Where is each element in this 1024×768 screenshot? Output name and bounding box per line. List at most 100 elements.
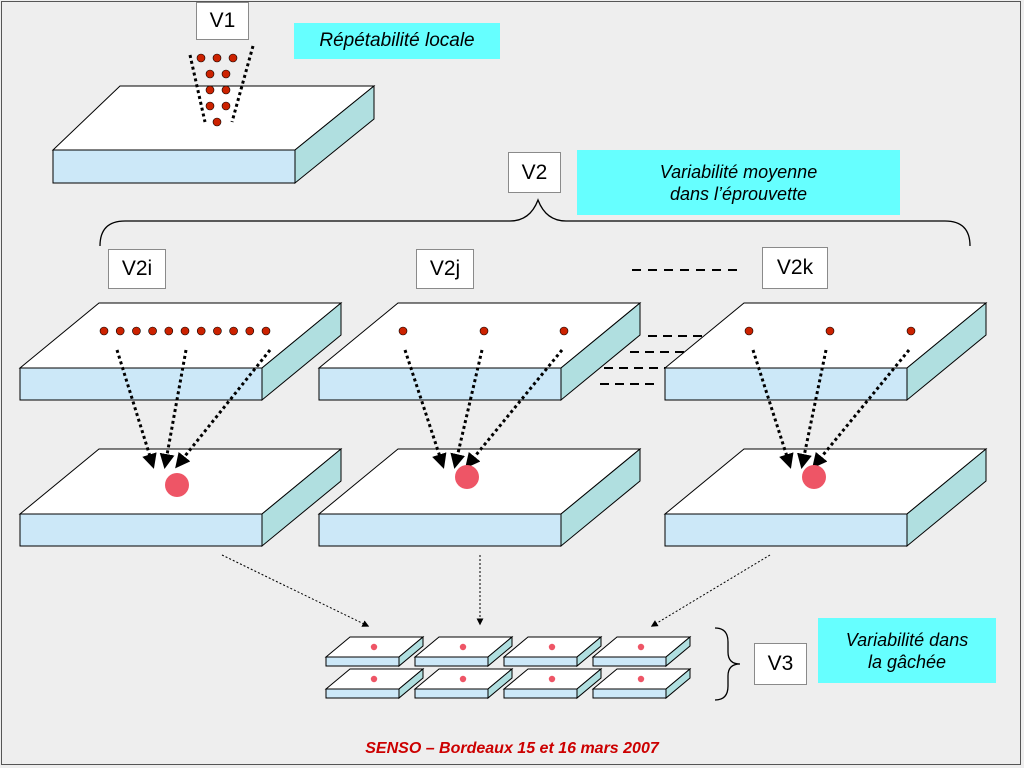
mini-slab-1-1-side: [398, 635, 424, 668]
mini-slab-1-1-front: [325, 656, 400, 667]
funnel-line-right: [230, 45, 255, 123]
mean-dot-v2i: [165, 473, 189, 497]
label-v2k: V2k: [762, 247, 828, 289]
v2k-dot-3: [906, 326, 916, 336]
slab-v2k-lower-front: [664, 513, 908, 547]
arrow-v2j-3: [465, 349, 564, 469]
mini-slab-1-4: [591, 635, 692, 668]
mini-slab-1-4-front: [592, 656, 667, 667]
mini-slab-1-2-front: [414, 656, 489, 667]
v1-dot-2: [212, 53, 222, 63]
arrow-v2k-2: [797, 349, 828, 469]
mini-dot-1-1: [370, 643, 378, 651]
mini-dot-1-2: [459, 643, 467, 651]
slab-v2k-lower: [663, 447, 988, 548]
v2k-dot-1: [744, 326, 754, 336]
arrow-v2j-2: [450, 349, 484, 469]
arrow-v2i-to-v3: [221, 554, 370, 627]
slab-v2k-upper: [663, 301, 988, 402]
slab-v2j-lower-front: [318, 513, 562, 547]
arrow-v2i-1: [115, 349, 157, 469]
slab-v2j-upper-front: [318, 367, 562, 401]
v2i-dot-7: [196, 326, 206, 336]
arrow-v2j-1: [403, 349, 447, 469]
arrow-v2i-3: [175, 349, 272, 469]
arrow-v2k-to-v3: [650, 554, 771, 627]
mini-slab-2-4-side: [665, 667, 691, 700]
label-v3: V3: [754, 643, 807, 685]
label-v2j: V2j: [416, 249, 474, 289]
mini-dot-2-2: [459, 675, 467, 683]
mini-slab-2-2-side: [487, 667, 513, 700]
mini-slab-2-3: [502, 667, 603, 700]
label-v1: V1: [196, 2, 249, 40]
mini-slab-1-3-side: [576, 635, 602, 668]
mini-slab-1-2: [413, 635, 514, 668]
batch-mini-slabs: [324, 635, 692, 700]
v2j-dot-3: [559, 326, 569, 336]
v1-dot-4: [205, 69, 215, 79]
v2i-dot-5: [164, 326, 174, 336]
v2i-dot-2: [115, 326, 125, 336]
v1-dot-8: [205, 101, 215, 111]
v2i-dot-6: [180, 326, 190, 336]
v2j-dot-2: [479, 326, 489, 336]
mini-slab-2-4: [591, 667, 692, 700]
mini-slab-2-1-side: [398, 667, 424, 700]
mini-slab-2-1: [324, 667, 425, 700]
note-variabilite-moyenne-line2: dans l’éprouvette: [669, 183, 808, 204]
slab-v2i-lower: [18, 447, 343, 548]
slab-v2j-upper: [317, 301, 642, 402]
arrow-v2k-3: [812, 349, 911, 469]
footer-text: SENSO – Bordeaux 15 et 16 mars 2007: [365, 740, 659, 757]
measure-dots: [99, 326, 916, 497]
mean-dot-v2j: [455, 465, 479, 489]
mini-slab-1-3: [502, 635, 603, 668]
v1-dot-9: [221, 101, 231, 111]
note-variabilite-gachee: Variabilité dans la gâchée: [818, 618, 996, 683]
label-v2: V2: [508, 152, 561, 193]
v2k-dot-2: [825, 326, 835, 336]
slab-v2j-lower-side: [560, 447, 641, 548]
v3-brace: [714, 627, 741, 701]
v2i-dot-8: [213, 326, 222, 336]
v2i-dot-3: [132, 326, 141, 336]
mean-dot-v2k: [802, 465, 826, 489]
v1-dot-7: [221, 85, 231, 95]
v2i-dot-1: [99, 326, 109, 336]
mini-dot-2-4: [637, 675, 645, 683]
slab-v2k-upper-front: [664, 367, 908, 401]
mini-slab-2-2: [413, 667, 514, 700]
mini-slab-2-3-front: [503, 688, 578, 699]
mini-dot-2-1: [370, 675, 378, 683]
v2-brace: [99, 198, 971, 247]
slab-v2i-upper-front: [19, 367, 263, 401]
v1-dot-6: [205, 85, 215, 95]
v2i-dot-10: [245, 326, 255, 336]
v2j-dot-1: [398, 326, 408, 336]
mini-slab-2-3-side: [576, 667, 602, 700]
mini-dot-1-3: [548, 643, 556, 651]
v1-dot-5: [221, 69, 231, 79]
note-variabilite-moyenne: Variabilité moyenne dans l’éprouvette: [577, 150, 900, 215]
v1-dot-10: [212, 117, 222, 127]
note-repetabilite-locale: Répétabilité locale: [294, 23, 500, 59]
mini-slab-1-3-front: [503, 656, 578, 667]
mini-dot-2-3: [548, 675, 556, 683]
mini-slab-1-1: [324, 635, 425, 668]
slab-v2j-lower: [317, 447, 642, 548]
slab-v2i-lower-front: [19, 513, 263, 547]
note-variabilite-moyenne-line1: Variabilité moyenne: [659, 161, 818, 182]
note-variabilite-gachee-line1: Variabilité dans: [845, 629, 969, 650]
note-variabilite-gachee-line2: la gâchée: [867, 651, 947, 672]
mini-slab-2-2-front: [414, 688, 489, 699]
v1-dot-1: [196, 53, 206, 63]
slab-v2i-upper: [18, 301, 343, 402]
specimen-slabs: [18, 301, 988, 548]
measure-arrows: [115, 349, 911, 469]
v1-measure-dots: [196, 53, 238, 127]
mini-dot-1-4: [637, 643, 645, 651]
